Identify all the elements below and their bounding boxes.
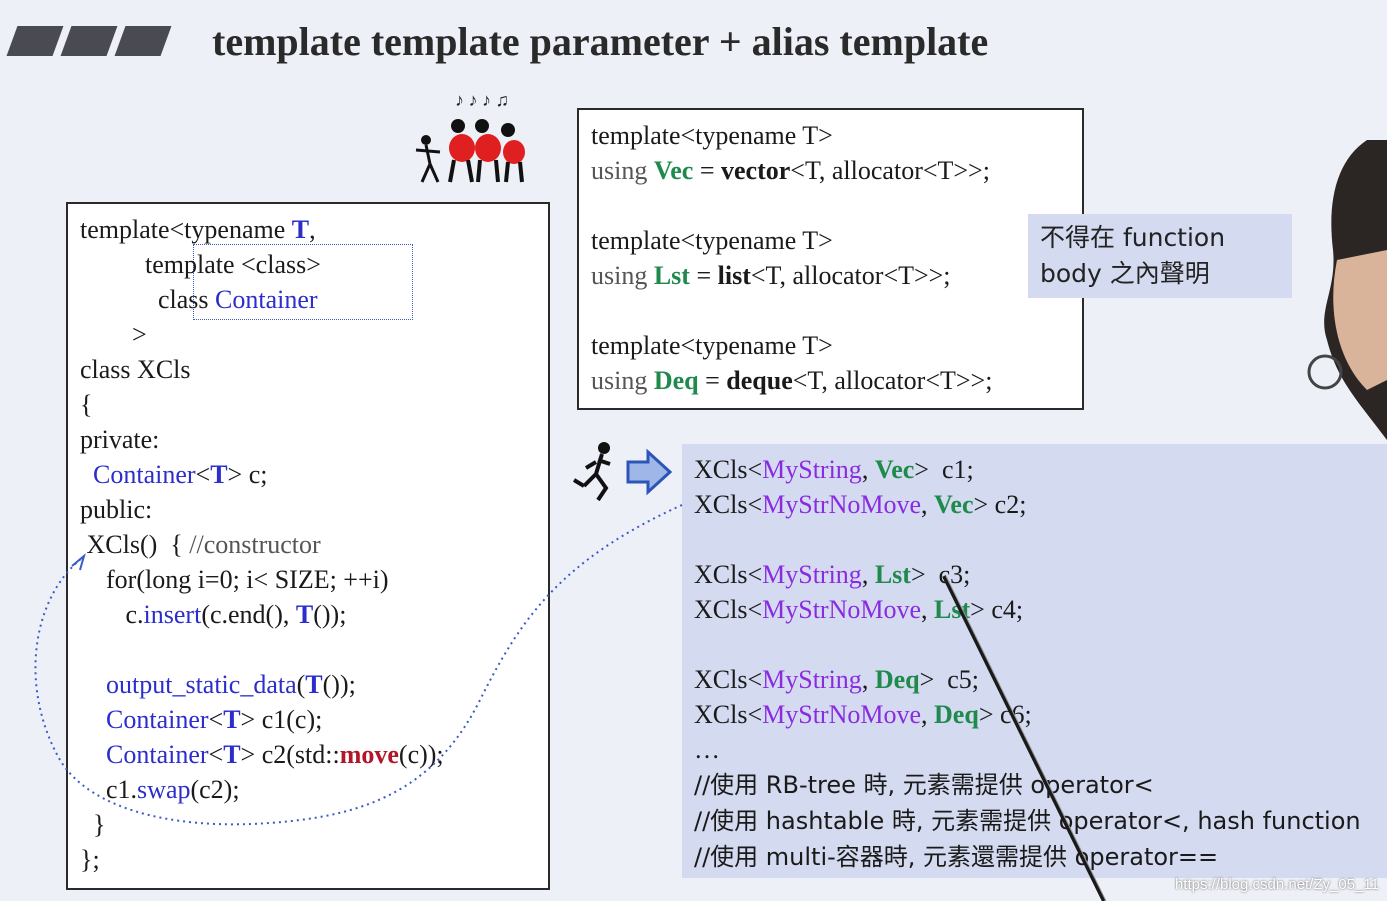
running-figure-arrow-illustration [572,442,673,502]
alias-template-code-box: template<typename T> using Vec = vector<… [577,108,1084,410]
xcls-class-code-box: template<typename T, template <class> cl… [66,202,550,890]
presenter-silhouette [1307,140,1387,440]
template-template-parameter-highlight [193,244,413,320]
dancing-figures-illustration: ♪ ♪ ♪ ♫ [415,90,525,183]
alias-scope-note: 不得在 function body 之內聲明 [1028,214,1292,298]
note-line-2: body 之內聲明 [1040,259,1210,288]
alias-template-code: template<typename T> using Vec = vector<… [591,121,993,395]
slide-title: template template parameter + alias temp… [212,19,989,64]
note-line-1: 不得在 function [1040,223,1226,252]
usage-code: XCls<MyString, Vec> c1; XCls<MyStrNoMove… [694,455,1361,871]
xcls-code: template<typename T, template <class> cl… [80,215,444,874]
svg-text:♪ ♪ ♪ ♫: ♪ ♪ ♪ ♫ [455,90,509,110]
usage-examples-panel: XCls<MyString, Vec> c1; XCls<MyStrNoMove… [682,444,1387,878]
watermark-url: https://blog.csdn.net/Zy_05_11 [1174,876,1379,893]
title-decoration [6,26,172,56]
